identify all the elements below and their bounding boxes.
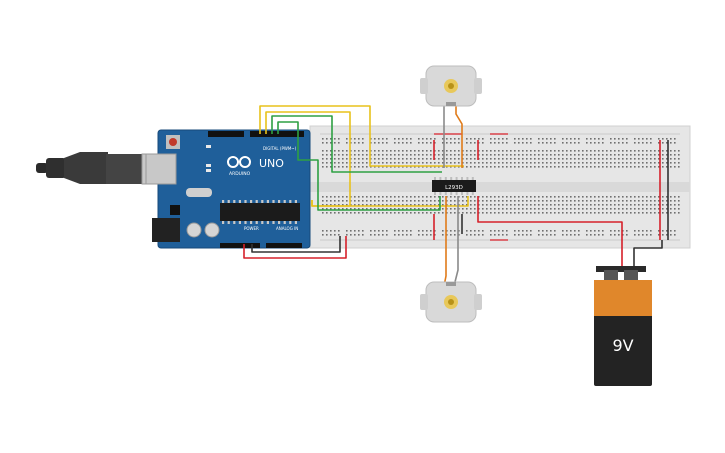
breadboard[interactable] bbox=[309, 125, 691, 249]
board-brand: ARDUINO bbox=[229, 171, 251, 177]
wire-green-1 bbox=[271, 115, 442, 173]
wire-gray-motor-bottom bbox=[453, 196, 459, 287]
wire-orange-motor-top bbox=[455, 104, 463, 168]
usb-jack bbox=[145, 153, 177, 185]
power-header-label: POWER bbox=[244, 226, 259, 231]
crystal bbox=[186, 188, 212, 197]
wires bbox=[243, 104, 669, 287]
wire-yellow-1 bbox=[259, 105, 464, 167]
l293d-chip[interactable]: L293D bbox=[432, 177, 476, 195]
wire-green-2 bbox=[277, 121, 441, 211]
battery-label: 9V bbox=[612, 336, 633, 355]
wire-red-battery bbox=[477, 196, 623, 270]
atmega-chip bbox=[220, 203, 300, 221]
wire-black-battery bbox=[633, 240, 663, 270]
wire-red-power bbox=[243, 236, 347, 259]
analog-header-label: ANALOG IN bbox=[276, 226, 298, 231]
wire-yellow-3 bbox=[311, 196, 469, 207]
board-model: UNO bbox=[259, 157, 284, 170]
chip-label: L293D bbox=[445, 185, 463, 191]
breadboard-holes bbox=[322, 138, 680, 236]
battery-9v[interactable]: 9V bbox=[594, 266, 652, 386]
arduino-logo-icon bbox=[227, 156, 251, 168]
arduino-uno-board[interactable]: UNO ARDUINO DIGITAL (PWM~) POWER ANALOG … bbox=[145, 129, 311, 249]
power-jack bbox=[152, 218, 180, 242]
dc-motor-top[interactable] bbox=[420, 65, 482, 107]
wire-black-gnd bbox=[251, 236, 341, 253]
dc-motor-bottom[interactable] bbox=[420, 281, 482, 323]
digital-header-label: DIGITAL (PWM~) bbox=[263, 146, 297, 151]
